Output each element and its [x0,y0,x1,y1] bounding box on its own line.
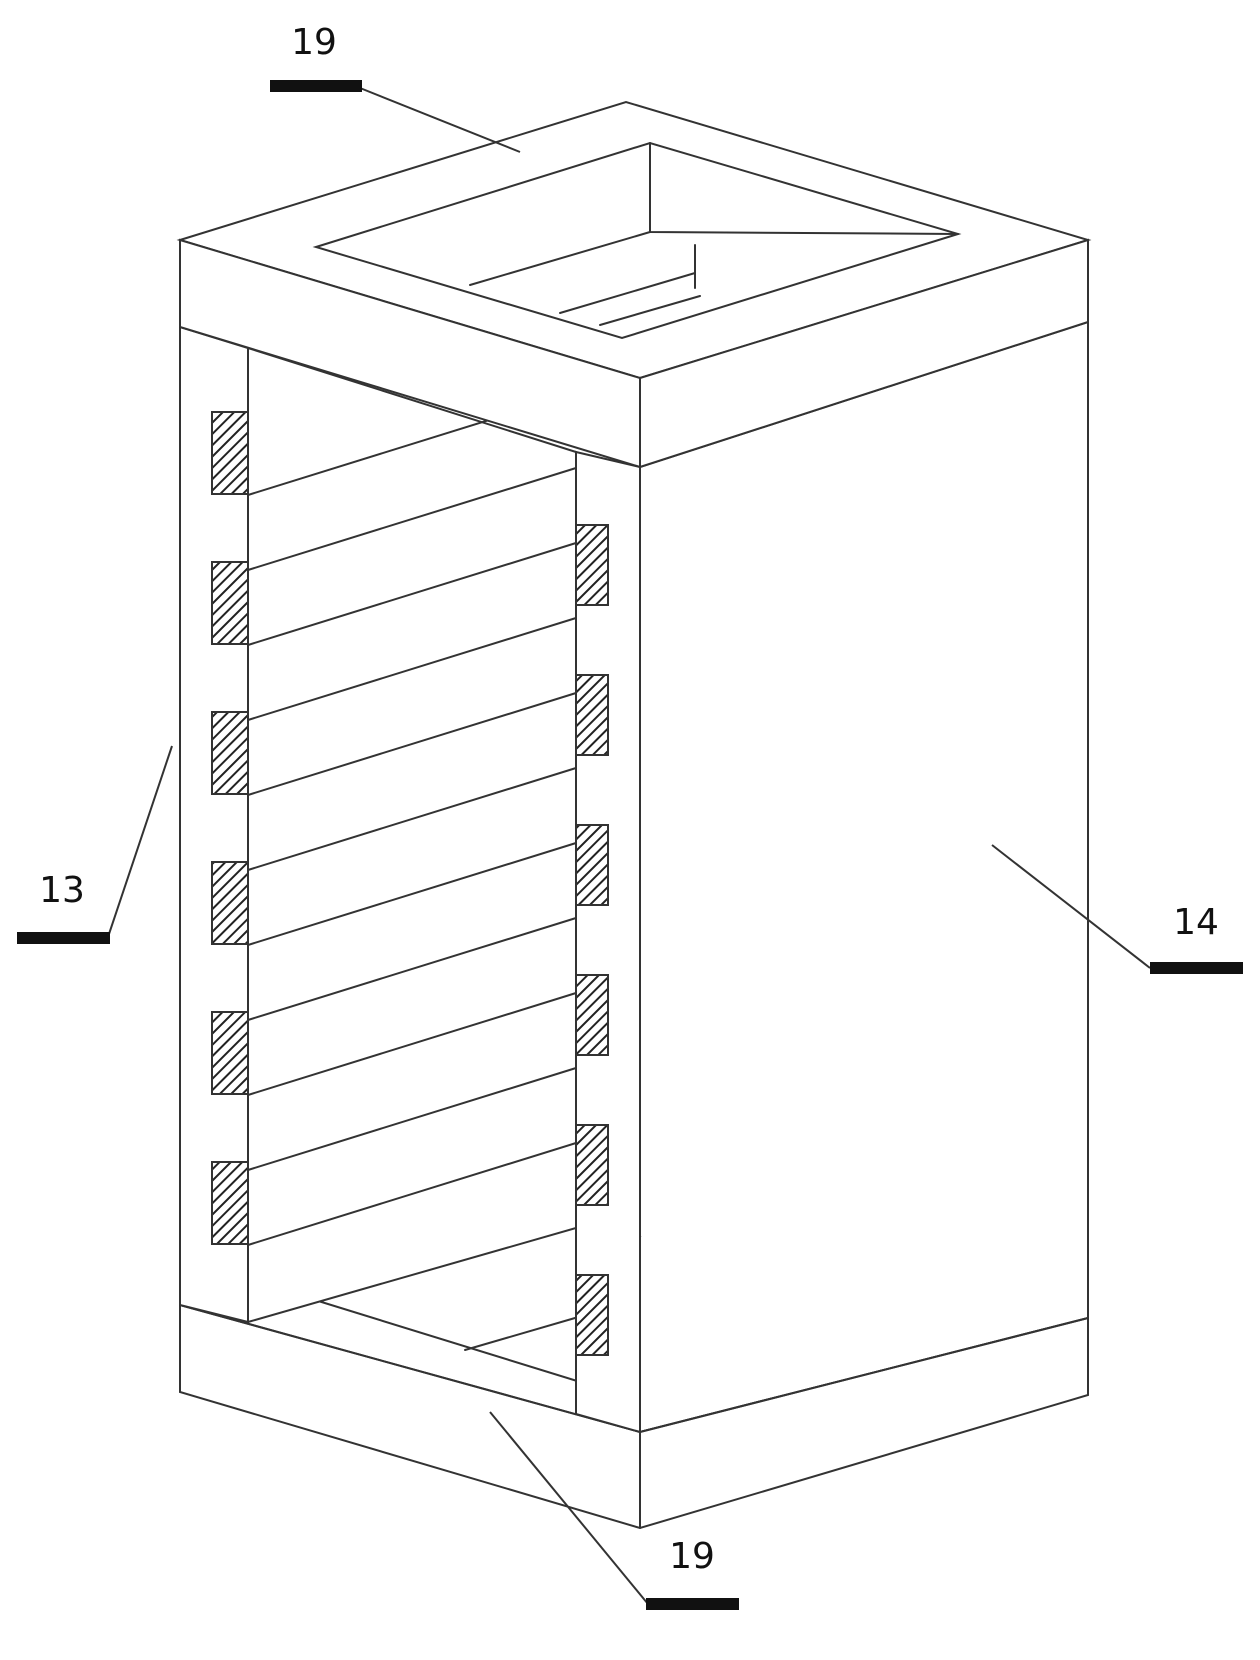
label-bottom-frame: 19 [669,1536,715,1577]
label-bars [17,80,1243,1610]
hatched-block-middle [575,674,609,756]
hatched-block-left [211,711,249,795]
slat-line [247,542,577,646]
slat-line [247,1067,577,1171]
shelf-slats [247,346,577,1324]
labels: 19 13 14 19 [39,22,1219,1577]
slat-line [247,767,577,871]
slat-line [247,842,577,946]
hatched-block-middle [575,524,609,606]
label-side-panel: 14 [1173,902,1219,943]
slat-line [247,467,577,571]
label-bar-bottom [646,1598,739,1610]
slat-line [247,1142,577,1246]
label-bar-top [270,80,362,92]
hatched-block-middle [575,1124,609,1206]
label-top-frame: 19 [291,22,337,63]
hatched-blocks [211,411,609,1356]
hatched-block-left [211,861,249,945]
slat-line [247,917,577,1021]
hatched-block-left [211,1161,249,1245]
label-bar-left [17,932,110,944]
hatched-block-middle [575,974,609,1056]
hatched-block-left [211,1011,249,1095]
top-frame [176,100,1092,469]
label-side-post: 13 [39,870,85,911]
slat-line [247,692,577,796]
slat-line [247,617,577,721]
hatched-block-middle [575,824,609,906]
leader-lines [107,87,1151,1605]
slat-line [247,992,577,1096]
hatched-block-left [211,561,249,645]
hatched-block-middle [575,1274,609,1356]
hatched-block-left [211,411,249,495]
right-panel [639,320,1089,1434]
label-bar-right [1150,962,1243,974]
